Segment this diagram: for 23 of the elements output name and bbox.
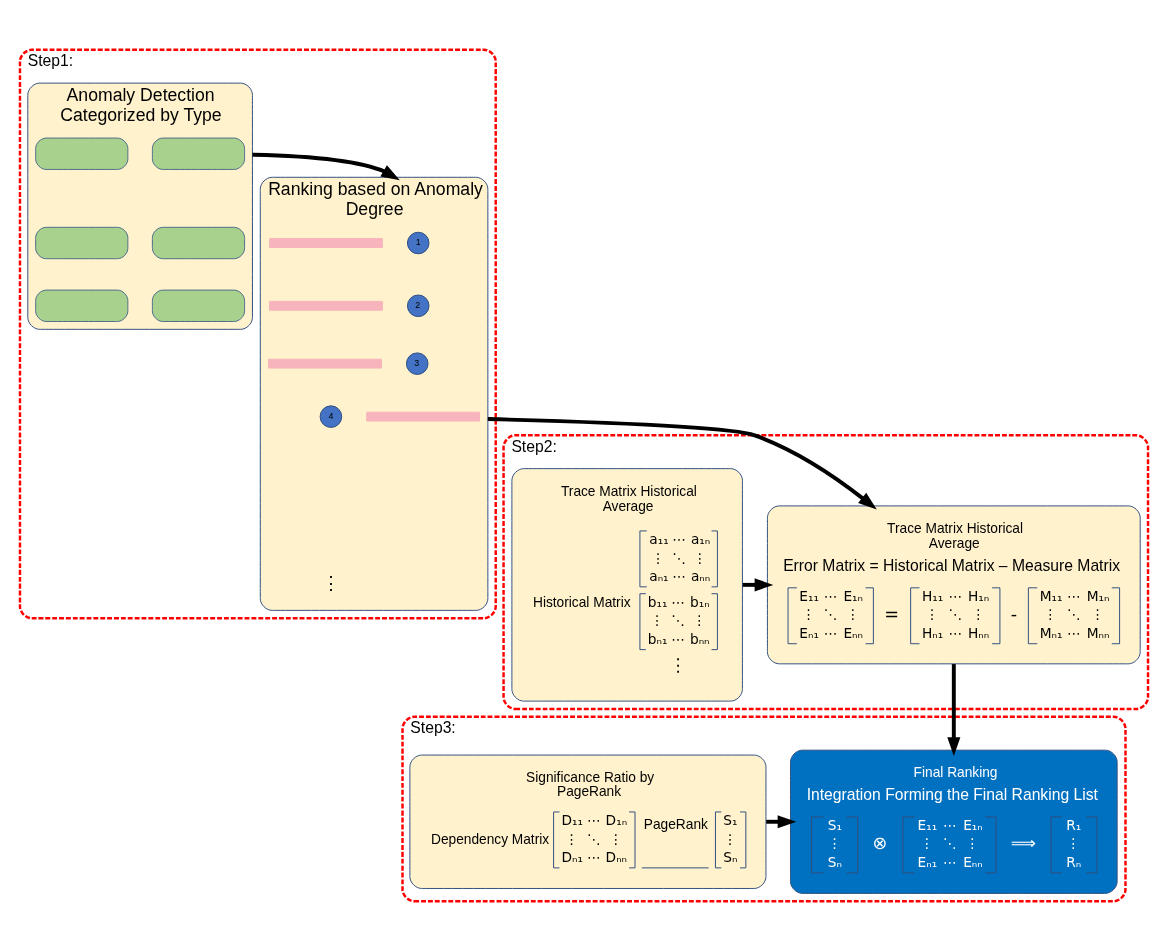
node-circle: 1 bbox=[406, 231, 430, 255]
node-bar bbox=[268, 358, 382, 369]
cluster: Anomaly Detection Categorized by Type bbox=[27, 82, 253, 330]
node-box bbox=[35, 226, 129, 260]
node-box: Final Ranking Integration Forming the Final Ranking List S₁ ⋮ Sₙ ⊗ E₁₁ ⋯ E₁ₙ ⋮ ⋱ ⋮ Eₙ₁ ⋯ Eₙₙ ⟹ R₁ ⋮ Rₙ bbox=[790, 749, 1118, 894]
node-bar bbox=[269, 300, 383, 311]
node-box: Significance Ratio by PageRank Dependency Matrix D₁₁ ⋯ D₁ₙ ⋮ ⋱ ⋮ Dₙ₁ ⋯ Dₙₙ PageRank S₁ ⋮ Sₙ bbox=[409, 754, 767, 889]
node-box bbox=[35, 289, 129, 322]
arrow bbox=[252, 152, 400, 181]
arrow bbox=[947, 664, 961, 756]
node-bar bbox=[269, 238, 383, 248]
node-box bbox=[151, 137, 246, 170]
arrow bbox=[487, 417, 877, 510]
node-box bbox=[151, 226, 246, 260]
node-bar bbox=[366, 411, 480, 422]
node-box bbox=[35, 137, 129, 170]
node-circle: 3 bbox=[405, 352, 429, 375]
node-box bbox=[151, 289, 246, 322]
node-circle: 4 bbox=[319, 405, 343, 428]
arrow bbox=[766, 815, 797, 829]
node-box: Trace Matrix Historical Average Error Matrix = Historical Matrix – Measure Matrix E₁₁ ⋯ E₁ₙ ⋮ ⋱ ⋮ Eₙ₁ ⋯ Eₙₙ = H₁₁ ⋯ H₁ₙ ⋮ ⋱ ⋮ Hₙ₁ ⋯ Hₙₙ - M₁₁ ⋯ M₁ₙ ⋮ ⋱ ⋮ Mₙ₁ ⋯ Mₙₙ bbox=[766, 505, 1141, 665]
label: ⋮ bbox=[321, 573, 340, 594]
node-circle: 2 bbox=[406, 294, 430, 318]
